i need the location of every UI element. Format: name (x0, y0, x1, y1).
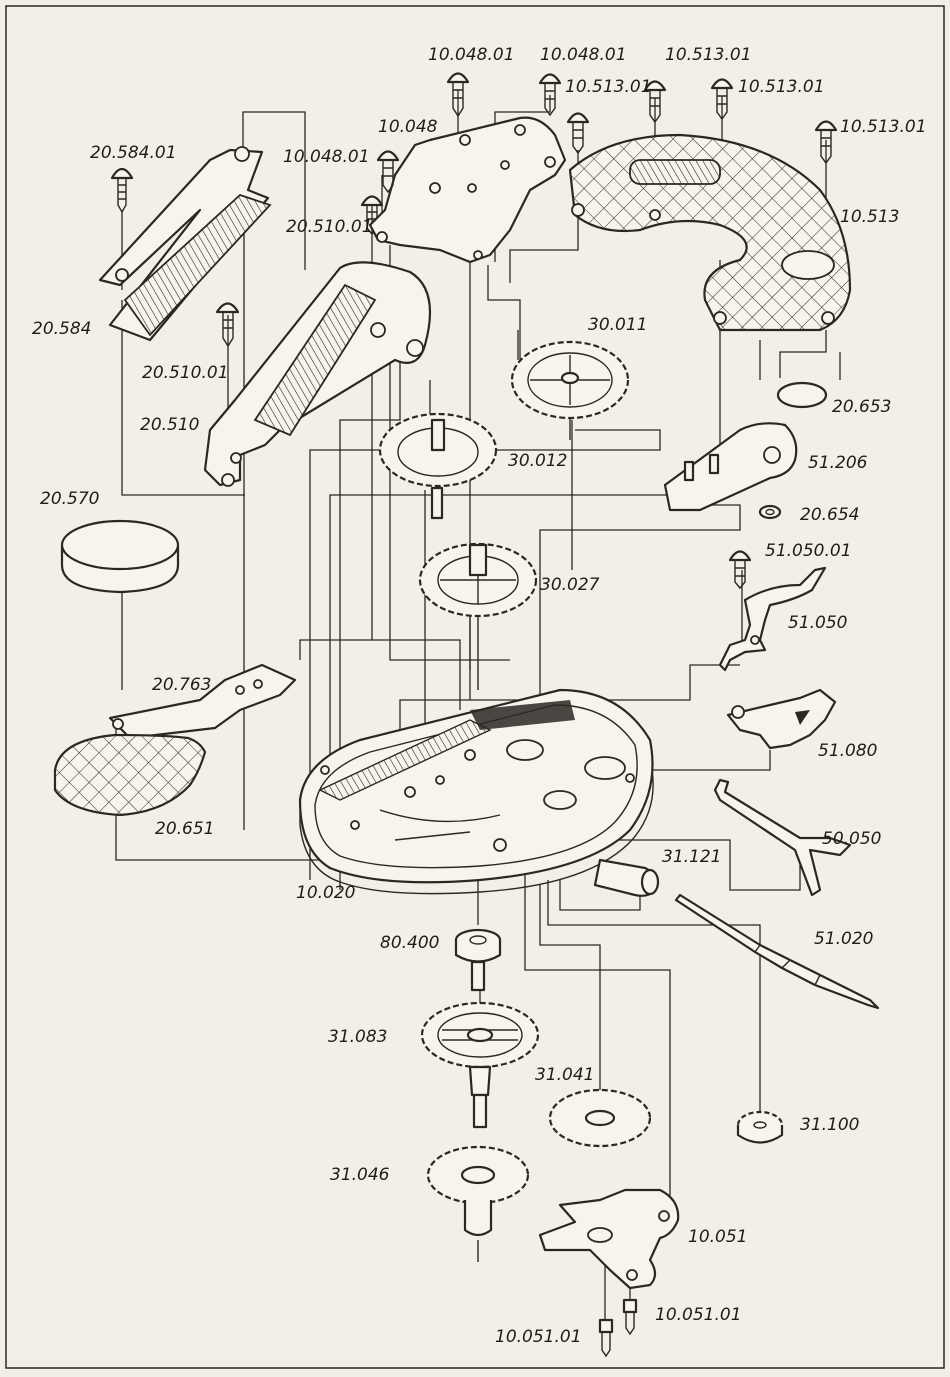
label-20-510: 20.510 (140, 415, 199, 435)
part-30-011-wheel (510, 340, 630, 440)
label-20-651: 20.651 (155, 819, 214, 839)
screw-10-048-01-a (446, 72, 470, 118)
screw-10-513-01-b (710, 78, 734, 121)
part-31-121-sleeve (593, 858, 660, 897)
part-20-584-plate (98, 146, 272, 342)
screw-10-513-01-c (566, 112, 590, 155)
screw-10-051-01-a (598, 1318, 614, 1358)
part-10-513-bridge (568, 133, 852, 332)
label-51-050-01: 51.050.01 (765, 541, 852, 561)
part-20-651-plate (53, 733, 207, 817)
part-50-050-spring (713, 778, 852, 897)
part-10-020-main-plate (298, 688, 654, 895)
page-border (5, 5, 945, 1369)
part-31-083-wheel (420, 1001, 540, 1129)
part-31-046-wheel (426, 1145, 530, 1262)
label-10-048-01-b: 10.048.01 (540, 45, 627, 65)
label-10-048: 10.048 (378, 117, 438, 137)
part-30-027-wheel (418, 542, 538, 690)
label-20-510-01-b: 20.510.01 (142, 363, 229, 383)
part-20-570-disk (60, 519, 180, 594)
part-51-206-bracket (663, 422, 798, 512)
label-31-041: 31.041 (535, 1065, 594, 1085)
label-51-020: 51.020 (814, 929, 873, 949)
label-10-513-01-b: 10.513.01 (565, 77, 652, 97)
label-51-206: 51.206 (808, 453, 868, 473)
screw-20-510-01-lower (215, 302, 240, 348)
screw-10-048-01-b (538, 73, 562, 117)
label-10-513: 10.513 (840, 207, 899, 227)
label-31-046: 31.046 (330, 1165, 390, 1185)
part-10-048-bridge (368, 116, 567, 264)
label-30-011: 30.011 (588, 315, 647, 335)
label-31-121: 31.121 (662, 847, 721, 867)
part-51-080-lever (726, 688, 837, 750)
label-20-654: 20.654 (800, 505, 859, 525)
label-80-400: 80.400 (380, 933, 439, 953)
label-10-020: 10.020 (296, 883, 355, 903)
part-20-510-lever (203, 261, 432, 487)
part-20-654-washer (758, 504, 782, 520)
screw-20-510-01-upper (360, 195, 384, 236)
screw-10-048-01-c (376, 150, 400, 194)
screw-20-584-01 (110, 167, 134, 214)
part-labels: 10.048.01 10.048.01 10.513.01 10.513.01 … (32, 45, 927, 1347)
screw-10-513-01-a (643, 80, 667, 124)
part-51-050-lever (718, 566, 827, 672)
label-10-048-01-c: 10.048.01 (283, 147, 370, 167)
label-20-510-01-a: 20.510.01 (286, 217, 373, 237)
part-30-012-wheel (378, 412, 498, 520)
label-20-570: 20.570 (40, 489, 99, 509)
label-51-050: 51.050 (788, 613, 847, 633)
label-10-048-01-a: 10.048.01 (428, 45, 515, 65)
label-30-012: 30.012 (508, 451, 567, 471)
part-10-051-bridge (538, 1188, 680, 1290)
screw-10-513-01-d (814, 120, 838, 165)
part-51-020-stem (674, 893, 880, 1010)
label-10-513-01-a: 10.513.01 (665, 45, 752, 65)
label-31-083: 31.083 (328, 1027, 387, 1047)
label-50-050: 50.050 (822, 829, 881, 849)
screw-10-051-01-b (622, 1298, 638, 1336)
part-31-041-wheel (548, 1088, 652, 1148)
label-10-051-01-b: 10.051.01 (655, 1305, 742, 1325)
part-80-400-pinion (454, 928, 502, 992)
label-20-584: 20.584 (32, 319, 91, 339)
label-10-513-01-d: 10.513.01 (840, 117, 927, 137)
label-10-513-01-c: 10.513.01 (738, 77, 825, 97)
label-10-051: 10.051 (688, 1227, 747, 1247)
part-20-763-lever (108, 663, 297, 740)
label-20-763: 20.763 (152, 675, 211, 695)
part-31-100-gear (736, 1110, 784, 1144)
label-20-584-01: 20.584.01 (90, 143, 177, 163)
label-20-653: 20.653 (832, 397, 891, 417)
part-20-653-disk (776, 381, 828, 409)
label-30-027: 30.027 (540, 575, 600, 595)
screw-51-050-01 (728, 550, 752, 590)
label-31-100: 31.100 (800, 1115, 859, 1135)
label-10-051-01-a: 10.051.01 (495, 1327, 582, 1347)
label-51-080: 51.080 (818, 741, 877, 761)
